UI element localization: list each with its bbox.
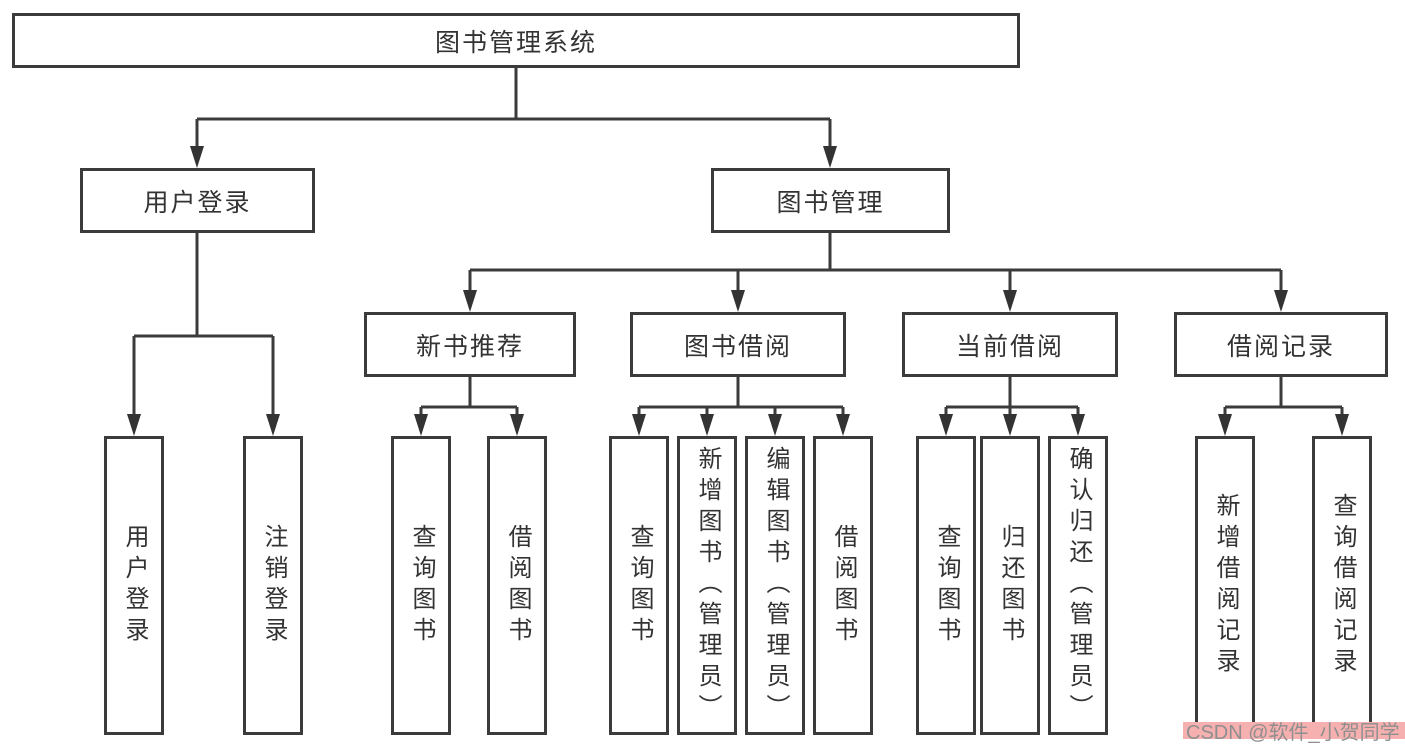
node-borrow-records: 借阅记录: [1174, 312, 1388, 377]
leaf-query-books-borrow-label: 查询图书: [626, 523, 653, 648]
leaf-borrow-books-recommend: 借阅图书: [487, 436, 547, 735]
node-system-root: 图书管理系统: [12, 13, 1020, 68]
leaf-confirm-return-admin: 确认归还（管理员）: [1048, 436, 1108, 735]
node-book-management-label: 图书管理: [776, 188, 885, 217]
leaf-query-books-borrow: 查询图书: [609, 436, 669, 735]
leaf-borrow-books-recommend-label: 借阅图书: [504, 523, 531, 648]
node-book-management: 图书管理: [711, 168, 950, 233]
leaf-add-borrow-record-label: 新增借阅记录: [1212, 492, 1239, 679]
node-system-root-label: 图书管理系统: [434, 28, 597, 57]
connector-paths: [132, 68, 1344, 418]
node-new-book-recommend: 新书推荐: [364, 312, 576, 377]
node-user-login: 用户登录: [80, 168, 315, 233]
node-book-borrow: 图书借阅: [630, 312, 846, 377]
leaf-logout-label: 注销登录: [260, 523, 287, 648]
leaf-add-borrow-record: 新增借阅记录: [1195, 436, 1255, 735]
leaf-return-book-label: 归还图书: [997, 523, 1024, 648]
node-user-login-label: 用户登录: [143, 188, 252, 217]
leaf-query-books-recommend: 查询图书: [391, 436, 451, 735]
node-book-borrow-label: 图书借阅: [683, 332, 792, 361]
leaf-borrow-books-2: 借阅图书: [813, 436, 873, 735]
watermark-text: CSDN @软件_小贺同学: [1186, 722, 1400, 744]
watermark-highlight: [1183, 722, 1405, 739]
node-new-book-recommend-label: 新书推荐: [415, 332, 524, 361]
leaf-query-books-current-label: 查询图书: [933, 523, 960, 648]
leaf-edit-book-admin: 编辑图书（管理员）: [745, 436, 805, 735]
node-current-borrow-label: 当前借阅: [955, 332, 1064, 361]
leaf-query-books-recommend-label: 查询图书: [408, 523, 435, 648]
arrowhead-icons: [127, 146, 1349, 436]
node-current-borrow: 当前借阅: [902, 312, 1118, 377]
leaf-user-login: 用户登录: [104, 436, 164, 735]
leaf-logout: 注销登录: [243, 436, 303, 735]
leaf-add-book-admin-label: 新增图书（管理员）: [694, 446, 721, 725]
leaf-add-book-admin: 新增图书（管理员）: [677, 436, 737, 735]
node-borrow-records-label: 借阅记录: [1226, 332, 1335, 361]
leaf-confirm-return-admin-label: 确认归还（管理员）: [1065, 446, 1092, 725]
leaf-borrow-books-2-label: 借阅图书: [830, 523, 857, 648]
leaf-return-book: 归还图书: [980, 436, 1040, 735]
leaf-user-login-label: 用户登录: [121, 523, 148, 648]
leaf-query-borrow-record-label: 查询借阅记录: [1329, 492, 1356, 679]
leaf-query-borrow-record: 查询借阅记录: [1312, 436, 1372, 735]
leaf-edit-book-admin-label: 编辑图书（管理员）: [762, 446, 789, 725]
leaf-query-books-current: 查询图书: [916, 436, 976, 735]
